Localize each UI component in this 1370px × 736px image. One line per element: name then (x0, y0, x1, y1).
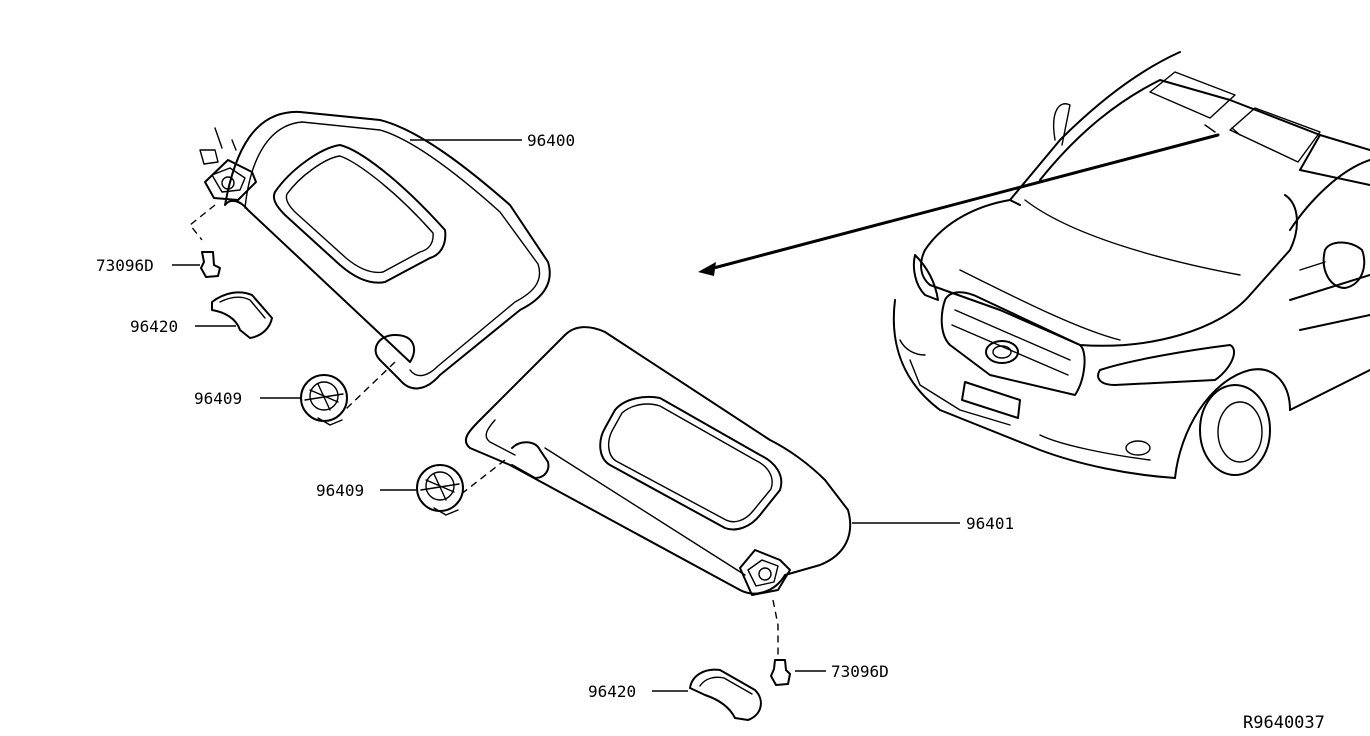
callout-96409-upper: 96409 (194, 389, 242, 408)
cover-lower (689, 668, 762, 721)
callout-96420-upper: 96420 (130, 317, 178, 336)
callout-96401: 96401 (966, 514, 1014, 533)
holder-lower (416, 464, 464, 516)
callout-96420-lower: 96420 (588, 682, 636, 701)
leader-lines (172, 139, 960, 692)
clip-upper (200, 251, 221, 278)
callout-73096d-lower: 73096D (831, 662, 889, 681)
holder-upper (300, 374, 348, 426)
cover-upper (211, 291, 273, 339)
vehicle-illustration (698, 51, 1370, 479)
clip-lower (770, 659, 791, 686)
diagram-reference-code: R9640037 (1243, 713, 1325, 733)
callout-96400: 96400 (527, 131, 575, 150)
sun-visor-lower (459, 326, 852, 660)
callout-73096d-upper: 73096D (96, 256, 154, 275)
sun-visor-upper (189, 110, 551, 411)
callout-96409-lower: 96409 (316, 481, 364, 500)
